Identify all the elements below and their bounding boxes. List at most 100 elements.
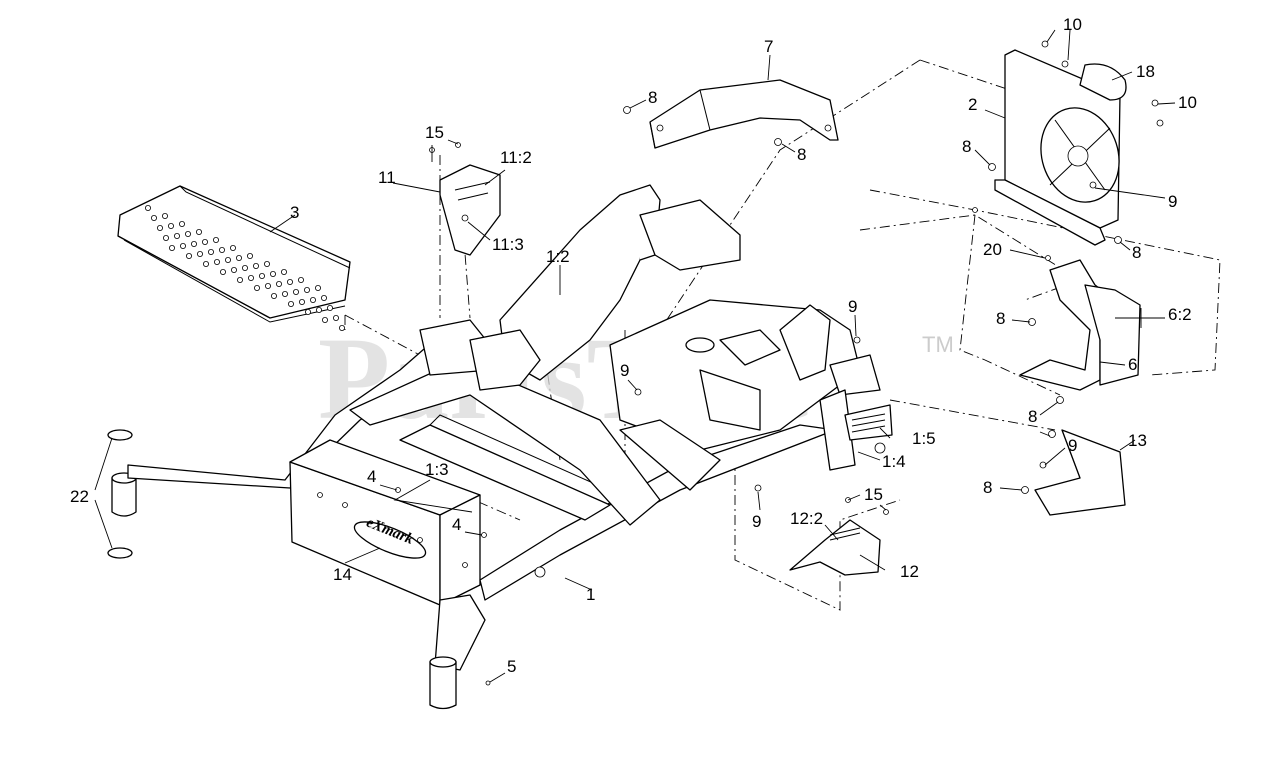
callout-label: 9	[620, 361, 629, 380]
perforation-hole	[292, 288, 299, 295]
part-6-side-guard	[1019, 259, 1141, 391]
perforation-hole	[281, 290, 288, 297]
callout-label: 4	[367, 467, 376, 486]
perforation-hole	[168, 244, 175, 251]
part-3-floor-plate	[117, 185, 351, 331]
perforation-hole	[230, 266, 237, 273]
perforation-hole	[184, 230, 191, 237]
perforation-hole	[275, 280, 282, 287]
callout-labels: 1 1:2 1:3 1:4 1:5 2 3 4 4 5 6 6:2 7 8 8 …	[70, 15, 1197, 676]
perforation-hole	[241, 264, 248, 271]
perforation-hole	[235, 254, 242, 261]
callout-leaders	[94, 29, 1176, 683]
perforation-hole	[190, 240, 197, 247]
perforation-hole	[196, 250, 203, 257]
callout-label: 9	[848, 297, 857, 316]
perforation-hole	[246, 252, 253, 259]
callout-label: 2	[968, 95, 977, 114]
perforation-hole	[287, 300, 294, 307]
callout-label: 9	[752, 512, 761, 531]
perforation-hole	[286, 278, 293, 285]
perforation-hole	[247, 274, 254, 281]
perforation-hole	[162, 234, 169, 241]
callout-label: 1:3	[425, 460, 449, 479]
perforation-hole	[320, 294, 327, 301]
perforation-hole	[332, 314, 339, 321]
perforation-hole	[338, 324, 345, 331]
perforation-hole	[236, 276, 243, 283]
perforation-hole	[229, 244, 236, 251]
perforation-hole	[270, 292, 277, 299]
callout-label: 1:2	[546, 247, 570, 266]
part-18-cover-plate	[1079, 63, 1127, 101]
perforation-hole	[161, 212, 168, 219]
callout-label: 8	[962, 137, 971, 156]
perforation-hole	[326, 304, 333, 311]
perforation-hole	[207, 248, 214, 255]
callout-label: 8	[648, 88, 657, 107]
part-2-rear-shield	[994, 49, 1121, 246]
watermark-trademark: TM	[922, 332, 954, 357]
perforation-hole	[150, 214, 157, 221]
callout-label: 10	[1178, 93, 1197, 112]
callout-label: 11	[378, 168, 396, 187]
perforation-hole	[202, 260, 209, 267]
callout-label: 3	[290, 203, 299, 222]
callout-label: 5	[507, 657, 516, 676]
callout-label: 14	[333, 565, 352, 584]
callout-label: 11:2	[500, 148, 532, 167]
perforation-hole	[156, 224, 163, 231]
perforation-hole	[253, 284, 260, 291]
perforation-hole	[201, 238, 208, 245]
callout-label: 15	[425, 123, 444, 142]
perforation-hole	[269, 270, 276, 277]
perforation-hole	[212, 236, 219, 243]
part-7-bridge-panel	[649, 79, 839, 149]
perforation-hole	[173, 232, 180, 239]
callout-label: 20	[983, 240, 1002, 259]
callout-label: 1:5	[912, 429, 936, 448]
callout-label: 11:3	[492, 235, 524, 254]
hardware-fasteners	[395, 40, 1164, 686]
callout-label: 12	[900, 562, 919, 581]
callout-label: 1:4	[882, 452, 906, 471]
perforation-hole	[264, 282, 271, 289]
callout-label: 8	[1028, 407, 1037, 426]
part-12-bracket	[789, 519, 881, 576]
perforation-hole	[263, 260, 270, 267]
callout-label: 13	[1128, 431, 1147, 450]
perforation-hole	[195, 228, 202, 235]
part-22-caster-tube	[107, 429, 137, 559]
part-1-main-frame	[127, 184, 893, 710]
callout-label: 8	[996, 309, 1005, 328]
callout-label: 8	[1132, 243, 1141, 262]
perforation-hole	[185, 252, 192, 259]
perforation-hole	[178, 220, 185, 227]
callout-label: 1	[586, 585, 595, 604]
callout-label: 8	[983, 478, 992, 497]
perforation-hole	[167, 222, 174, 229]
callout-label: 15	[864, 485, 883, 504]
perforation-hole	[213, 258, 220, 265]
callout-label: 22	[70, 487, 89, 506]
perforation-hole	[224, 256, 231, 263]
perforation-hole	[297, 276, 304, 283]
callout-label: 7	[764, 37, 773, 56]
callout-label: 9	[1168, 192, 1177, 211]
callout-label: 4	[452, 515, 461, 534]
perforation-hole	[321, 316, 328, 323]
plate-perforations	[144, 204, 345, 331]
perforation-hole	[252, 262, 259, 269]
perforation-hole	[309, 296, 316, 303]
perforation-hole	[218, 246, 225, 253]
perforation-hole	[144, 204, 151, 211]
part-13-step-plate	[1034, 429, 1126, 516]
perforation-hole	[258, 272, 265, 279]
callout-label: 18	[1136, 62, 1155, 81]
perforation-hole	[314, 284, 321, 291]
perforation-hole	[298, 298, 305, 305]
part-11-cover-box	[439, 164, 501, 256]
callout-label: 12:2	[790, 509, 823, 528]
perforation-hole	[303, 286, 310, 293]
